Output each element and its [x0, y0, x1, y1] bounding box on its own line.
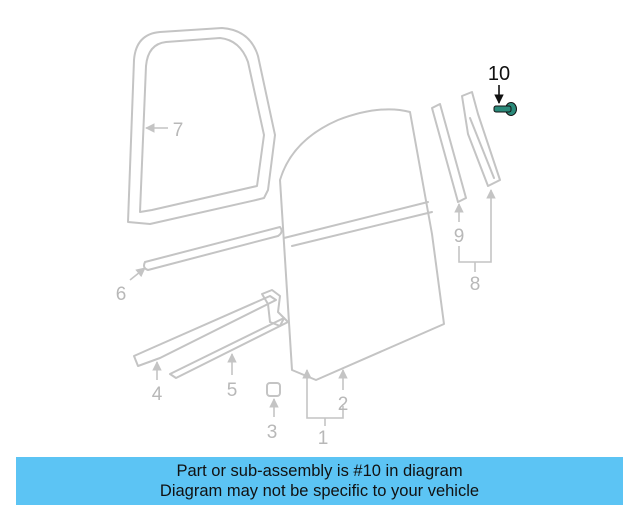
- callout-2[interactable]: 2: [338, 394, 349, 415]
- part-2-door-glass[interactable]: [279, 108, 445, 381]
- callout-6[interactable]: 6: [116, 284, 127, 305]
- parts-diagram: 10 7 9 8 6 4 5 2 3 1: [116, 27, 517, 449]
- callout-4[interactable]: 4: [152, 384, 163, 405]
- banner-line-2: Diagram may not be specific to your vehi…: [159, 482, 480, 500]
- part-10-screw-icon[interactable]: [493, 102, 517, 116]
- part-4-lower-seal[interactable]: [133, 295, 277, 367]
- info-banner: Part or sub-assembly is #10 in diagram D…: [16, 457, 623, 505]
- part-3-clip[interactable]: [266, 382, 281, 397]
- callout-5[interactable]: 5: [227, 380, 238, 401]
- part-8-trim-channel[interactable]: [461, 91, 501, 187]
- callout-9[interactable]: 9: [454, 226, 465, 247]
- part-9-glass-run[interactable]: [431, 103, 467, 203]
- callout-7[interactable]: 7: [173, 120, 184, 141]
- leader-6: [129, 267, 146, 281]
- callout-1[interactable]: 1: [318, 428, 329, 449]
- banner-line-1: Part or sub-assembly is #10 in diagram: [176, 462, 463, 480]
- callout-3[interactable]: 3: [267, 422, 278, 443]
- callout-8[interactable]: 8: [470, 274, 481, 295]
- leader-lines: [129, 85, 504, 426]
- callout-10[interactable]: 10: [488, 63, 510, 85]
- part-7-weatherstrip[interactable]: [127, 27, 276, 225]
- part-6-belt-molding[interactable]: [143, 226, 283, 271]
